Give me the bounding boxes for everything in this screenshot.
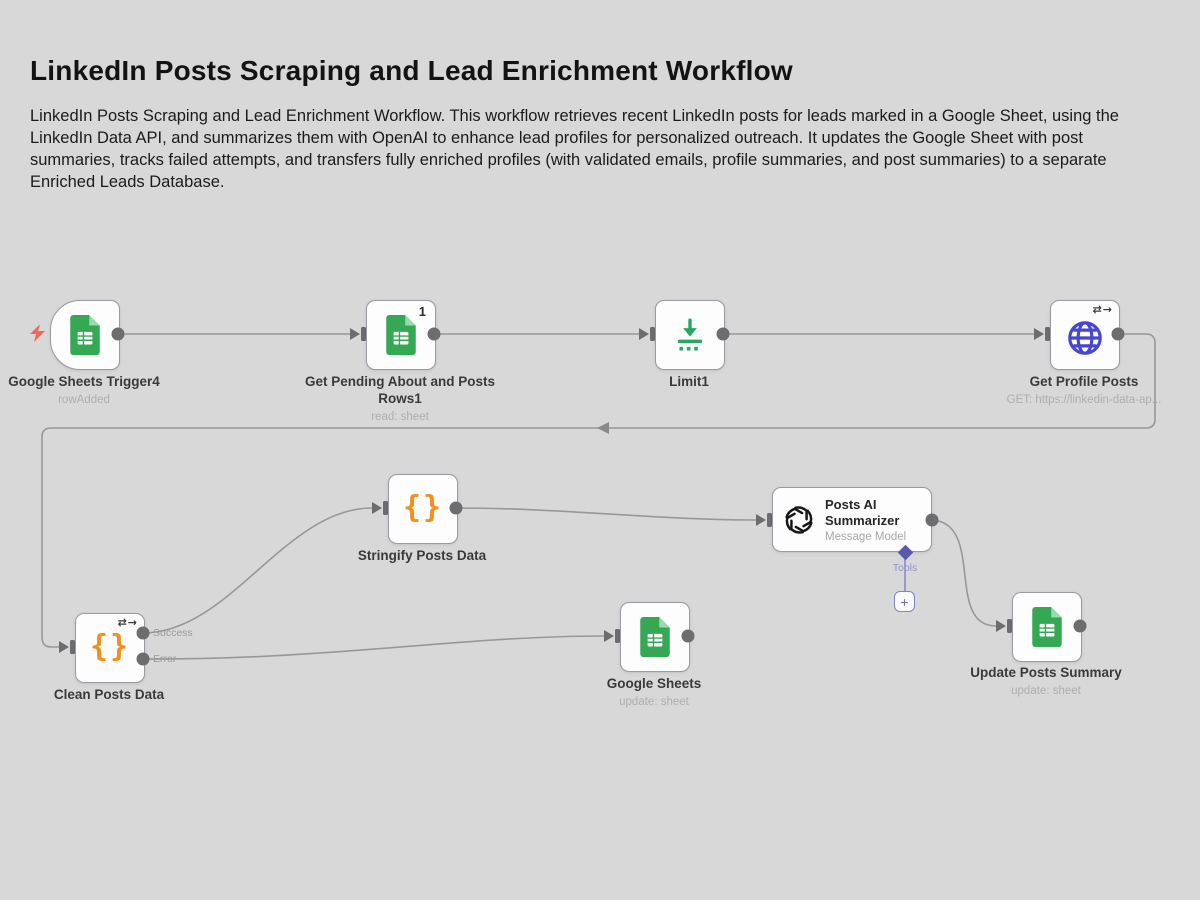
input-connector-stringify[interactable] (372, 501, 388, 515)
google-sheets-icon (1032, 607, 1062, 647)
edge-clean-success-to-stringify (142, 507, 373, 634)
output-port-posts-ai[interactable] (925, 513, 939, 527)
output-port-stringify[interactable] (449, 501, 463, 515)
node-label: Get Profile Posts GET: https://linkedin-… (974, 373, 1194, 409)
node-label: Update Posts Summary update: sheet (936, 664, 1156, 700)
edge-clean-error-to-gsheets (142, 635, 605, 660)
output-port-clean-success[interactable] (136, 626, 150, 640)
input-connector-gsheets[interactable] (604, 629, 620, 643)
code-braces-icon: {} (402, 489, 444, 525)
node-stringify-posts-data[interactable]: {} (388, 474, 458, 544)
node-subtitle: rowAdded (58, 394, 110, 406)
node-label: Limit1 (579, 373, 799, 390)
input-connector-clean[interactable] (59, 640, 75, 654)
edge-postsai-to-update (931, 519, 997, 627)
openai-icon (785, 505, 813, 534)
node-subtitle: GET: https://linkedin-data-ap... (1006, 394, 1162, 406)
globe-icon (1068, 321, 1102, 355)
google-sheets-icon (386, 315, 416, 355)
node-label: Clean Posts Data (0, 686, 219, 703)
output-port-get-profile[interactable] (1111, 327, 1125, 341)
output-port-trigger[interactable] (111, 327, 125, 341)
node-subtitle: Message Model (825, 530, 907, 543)
node-posts-ai-summarizer[interactable]: Posts AI Summarizer Message Model (772, 487, 932, 552)
instant-trigger-bolt-icon (30, 324, 45, 342)
node-settings-icons: ⇄→ (1092, 303, 1113, 316)
node-get-profile-posts[interactable]: ⇄→ (1050, 300, 1120, 370)
node-settings-icons: ⇄→ (117, 616, 138, 629)
node-limit[interactable] (655, 300, 725, 370)
input-connector-limit[interactable] (639, 327, 655, 341)
add-tool-button[interactable]: + (894, 591, 915, 612)
node-title: Clean Posts Data (53, 687, 165, 702)
page-description: LinkedIn Posts Scraping and Lead Enrichm… (30, 106, 1119, 191)
google-sheets-icon (640, 617, 670, 657)
node-subtitle: update: sheet (1011, 685, 1081, 697)
input-connector-getpending[interactable] (350, 327, 366, 341)
input-connector-postsai[interactable] (756, 513, 772, 527)
node-inner-text: Posts AI Summarizer Message Model (825, 497, 921, 543)
node-label: Google Sheets Trigger4 rowAdded (0, 373, 194, 409)
output-port-gsheets[interactable] (681, 629, 695, 643)
node-title: Google Sheets Trigger4 (8, 374, 160, 389)
input-connector-update[interactable] (996, 619, 1012, 633)
node-label: Google Sheets update: sheet (544, 675, 764, 711)
node-subtitle: read: sheet (371, 411, 429, 423)
limit-icon (677, 318, 703, 351)
output-port-get-pending[interactable] (427, 327, 441, 341)
node-google-sheets-error[interactable] (620, 602, 690, 672)
code-braces-icon: {} (89, 628, 131, 664)
node-title: Limit1 (669, 374, 709, 389)
node-clean-posts-data[interactable]: ⇄→ {} (75, 613, 145, 683)
output-label-success: Success (153, 627, 193, 639)
node-title: Get Pending About and Posts Rows1 (304, 374, 495, 406)
node-label: Get Pending About and Posts Rows1 read: … (290, 373, 510, 426)
items-count-badge: 1 (418, 304, 426, 319)
node-title: Get Profile Posts (1029, 374, 1139, 389)
node-label: Stringify Posts Data (312, 547, 532, 564)
page-title: LinkedIn Posts Scraping and Lead Enrichm… (30, 54, 793, 86)
node-google-sheets-trigger[interactable] (50, 300, 120, 370)
input-connector-getprofile[interactable] (1034, 327, 1050, 341)
output-label-error: Error (153, 653, 177, 665)
google-sheets-icon (70, 315, 100, 355)
node-title: Google Sheets (606, 676, 702, 691)
node-title: Posts AI Summarizer (825, 496, 900, 528)
output-port-clean-error[interactable] (136, 652, 150, 666)
output-port-limit[interactable] (716, 327, 730, 341)
node-update-posts-summary[interactable] (1012, 592, 1082, 662)
tools-port-label: Tools (892, 562, 918, 574)
node-title: Update Posts Summary (970, 665, 1122, 680)
node-subtitle: update: sheet (619, 696, 689, 708)
node-title: Stringify Posts Data (357, 548, 487, 563)
edge-stringify-to-postsai (455, 507, 757, 521)
node-get-pending-rows[interactable]: 1 (366, 300, 436, 370)
output-port-update[interactable] (1073, 619, 1087, 633)
edge-direction-arrowhead (597, 422, 609, 434)
